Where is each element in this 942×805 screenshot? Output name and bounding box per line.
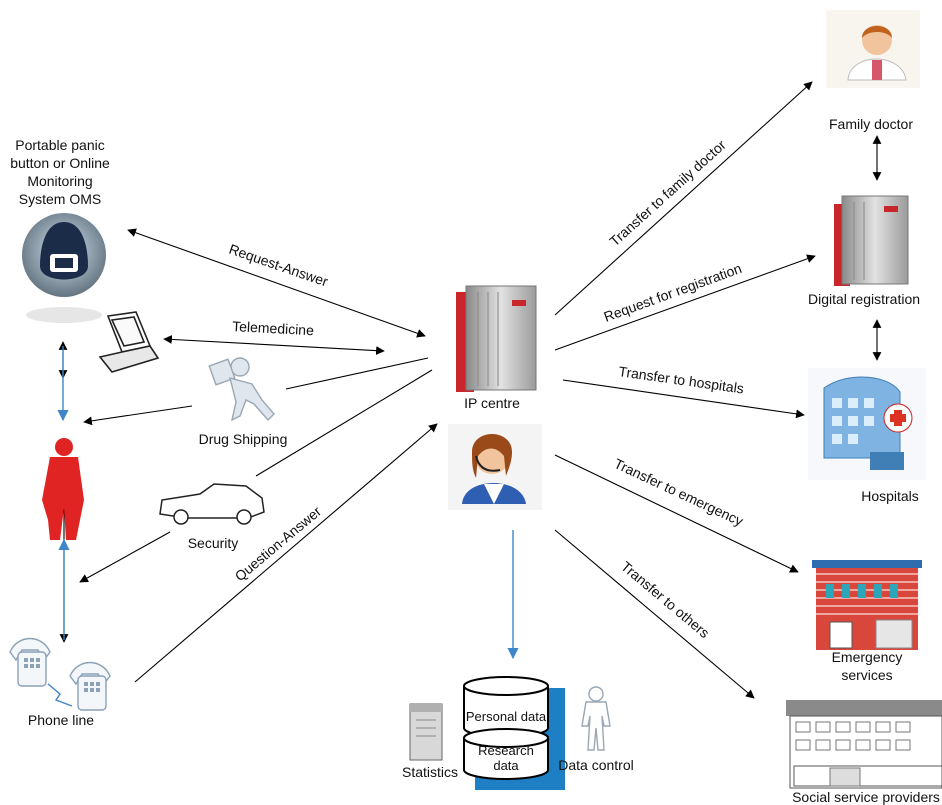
research-data-label-1: Research (478, 743, 534, 758)
arrow-security (79, 531, 171, 583)
emergency-label-2: services (841, 667, 892, 683)
statistics-label: Statistics (402, 764, 458, 780)
arrow-telemedicine (163, 335, 385, 355)
digital-registration-label: Digital registration (808, 291, 920, 307)
data-control-label: Data control (558, 757, 633, 773)
connectors (58, 81, 882, 699)
research-data-label-2: data (493, 758, 519, 773)
panic-label-4: System OMS (19, 191, 101, 207)
arrow-transfer-family (554, 81, 813, 316)
arrow-transfer-others (554, 529, 755, 699)
arrow-request-registration (554, 254, 816, 351)
database-group: Personal data Research data (463, 676, 565, 790)
panic-label-1: Portable panic (15, 137, 105, 153)
social-label: Social service providers (792, 789, 940, 805)
digital-registration-server-icon (834, 195, 909, 286)
hospital-icon (808, 368, 926, 480)
label-telemedicine: Telemedicine (232, 318, 315, 338)
arrow-transfer-hospitals (562, 379, 805, 419)
ip-centre-server-icon (456, 285, 537, 392)
social-building-icon (786, 700, 942, 789)
person-red-icon (42, 438, 84, 540)
phone-line-label: Phone line (28, 712, 94, 728)
panic-label-2: button or Online (10, 155, 110, 171)
delivery-man-icon (208, 357, 275, 422)
arrow-drug-shipping (83, 405, 193, 426)
security-label: Security (188, 535, 239, 551)
drug-shipping-label: Drug Shipping (199, 431, 288, 447)
label-request-registration: Request for registration (602, 260, 744, 325)
panic-label-3: Monitoring (27, 173, 92, 189)
research-data-cylinder (463, 728, 549, 780)
line-ip-drug (285, 357, 429, 390)
emergency-label-1: Emergency (832, 649, 903, 665)
call-operator-icon (448, 424, 542, 510)
family-doctor-label: Family doctor (829, 116, 913, 132)
blue-connectors (57, 346, 519, 660)
label-transfer-hospitals: Transfer to hospitals (618, 363, 745, 396)
car-icon (159, 483, 265, 525)
personal-data-cylinder (463, 676, 549, 738)
statistics-server-icon (409, 703, 443, 761)
personal-data-label: Personal data (466, 709, 547, 724)
laptop-icon (98, 311, 160, 373)
arrow-question-answer (134, 423, 438, 683)
hospitals-label: Hospitals (861, 488, 919, 504)
panic-button-icon (22, 213, 106, 323)
label-request-answer: Request-Answer (227, 241, 330, 290)
label-transfer-others: Transfer to others (618, 558, 713, 641)
emergency-building-icon (812, 560, 922, 650)
ip-centre-label: IP centre (464, 395, 520, 411)
panic-button-node: Portable panic button or Online Monitori… (10, 137, 110, 323)
line-ip-security (255, 369, 433, 477)
arrow-request-answer (127, 228, 426, 338)
data-control-person-icon (581, 686, 611, 751)
phone-line-icon (9, 637, 111, 711)
label-transfer-family: Transfer to family doctor (606, 136, 729, 249)
arrow-transfer-emergency (554, 454, 799, 573)
family-doctor-icon (826, 10, 920, 88)
